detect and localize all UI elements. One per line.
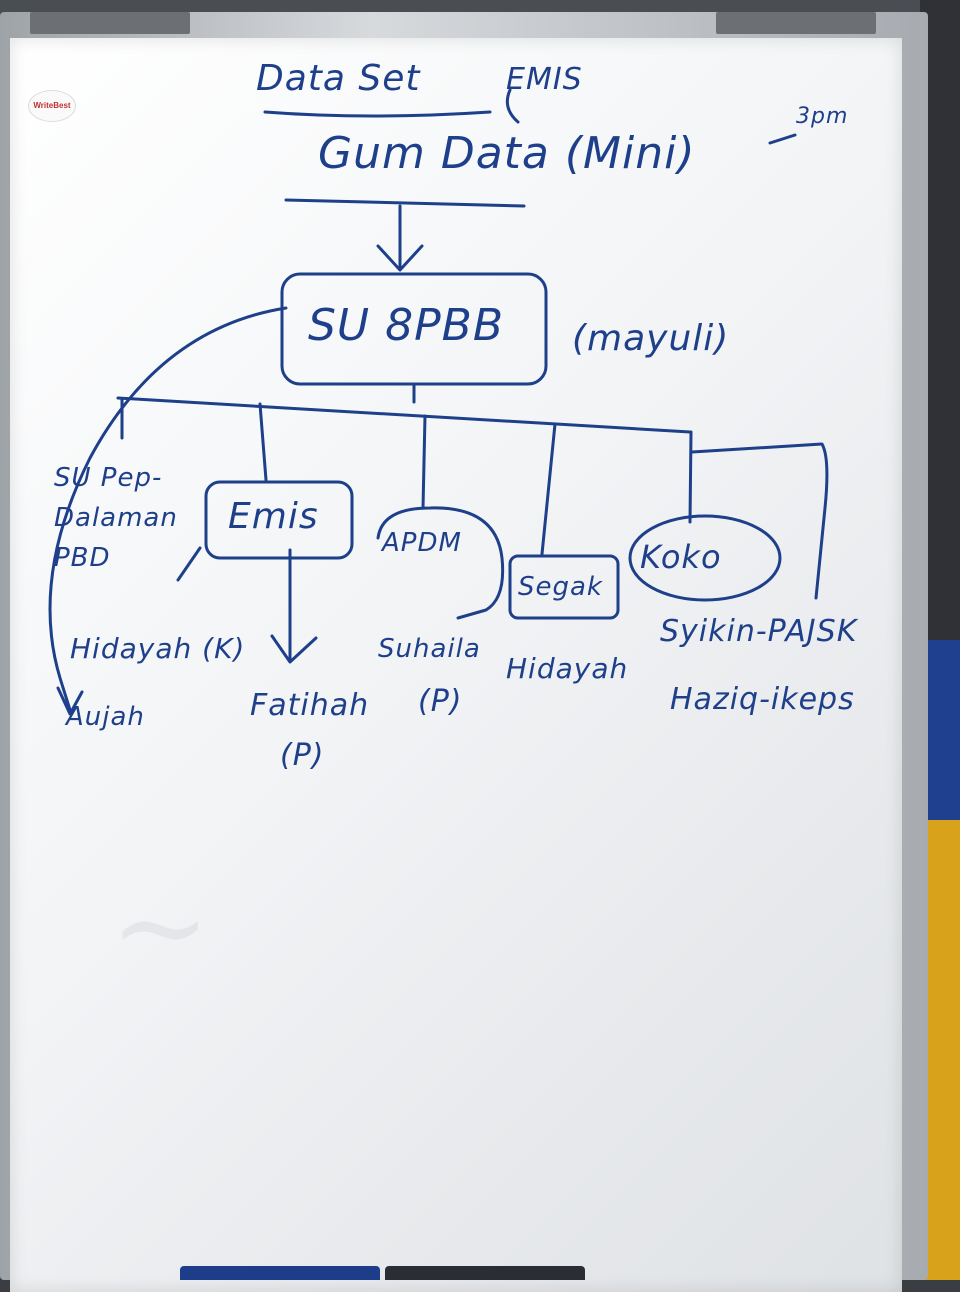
curve-arrow-head xyxy=(56,686,84,716)
curve-connector xyxy=(48,306,288,712)
branch-line-5 xyxy=(688,430,693,524)
segak-box xyxy=(508,554,620,620)
hub-node-label: SU 8PBB xyxy=(308,300,505,351)
brand-logo-text: WriteBest xyxy=(33,101,71,110)
marker-blue xyxy=(180,1266,380,1280)
mount-clip-right xyxy=(716,12,876,34)
branch-4-person: Hidayah xyxy=(506,652,629,685)
branch-1-person: Hidayah (K) xyxy=(70,632,246,665)
pbd-tick xyxy=(176,546,202,582)
title-strike xyxy=(505,88,520,124)
whiteboard: WriteBest ~ xyxy=(10,38,902,1292)
koko-outline xyxy=(628,514,782,602)
note-dash xyxy=(768,133,797,145)
board-title: Data Set xyxy=(256,58,421,99)
marker-black xyxy=(385,1266,585,1280)
top-node-label: Gum Data (Mini) xyxy=(318,128,696,179)
branch-3-person: Suhaila xyxy=(378,634,481,664)
branch-4-node: Segak xyxy=(518,572,603,602)
branch-5-person-2: Haziq-ikeps xyxy=(670,682,855,717)
branch-2-node: Emis xyxy=(228,496,319,537)
diagram-strokes xyxy=(48,88,829,716)
title-underline xyxy=(263,110,492,118)
brand-logo: WriteBest xyxy=(28,90,76,122)
branch-5-node: Koko xyxy=(640,538,722,576)
branch-2-person-2: (P) xyxy=(280,738,325,773)
wall-blue-panel xyxy=(922,640,960,820)
apdm-outline xyxy=(376,506,505,620)
wall-yellow-panel xyxy=(922,820,960,1280)
whiteboard-frame: WriteBest ~ xyxy=(0,12,928,1292)
top-bar-line xyxy=(284,198,526,208)
arrow-head xyxy=(376,244,424,272)
branch-2-person: Fatihah xyxy=(250,688,370,723)
hub-node-note: (mayuli) xyxy=(572,318,730,359)
branch-1-node: SU Pep-Dalaman PBD xyxy=(54,463,178,573)
erased-writing-ghost: ~ xyxy=(110,858,211,997)
branch-3-person-2: (P) xyxy=(418,684,463,719)
branch-1-person-2: Aujah xyxy=(66,702,145,732)
branch-line-3 xyxy=(421,414,427,510)
emis-arrow-head xyxy=(270,634,318,664)
top-node-note: 3pm xyxy=(796,104,849,129)
board-title-suffix: EMIS xyxy=(506,62,583,97)
mount-clip-left xyxy=(30,12,190,34)
branch-line-2 xyxy=(258,402,268,482)
branch-line-6 xyxy=(690,442,829,600)
branch-line-4 xyxy=(540,422,557,556)
emis-box xyxy=(204,480,354,560)
branch-3-node: APDM xyxy=(382,528,462,558)
branch-bar xyxy=(116,396,692,434)
branch-5-person: Syikin-PAJSK xyxy=(660,614,858,649)
